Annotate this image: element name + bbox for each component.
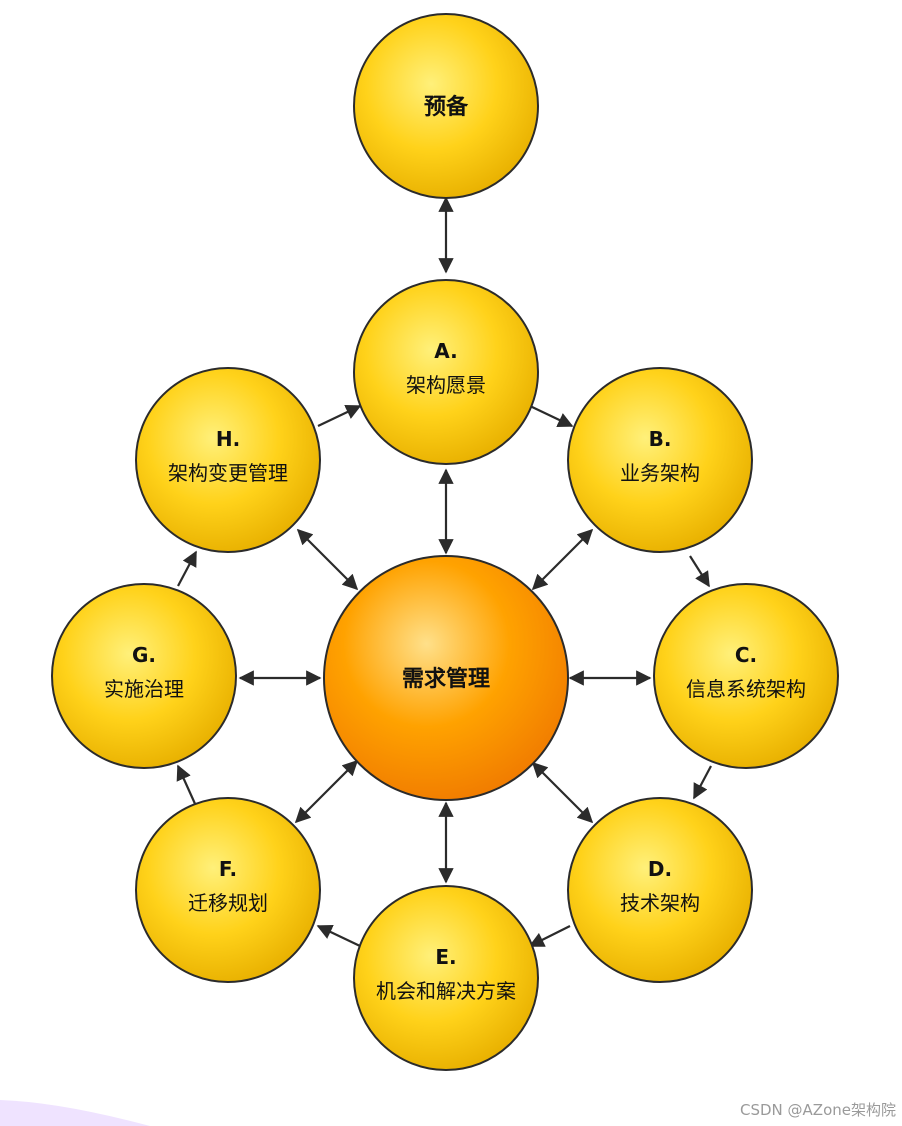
node-requirements-management[interactable]: 需求管理 bbox=[323, 555, 569, 801]
cycle-d-e bbox=[528, 925, 571, 947]
link-h-center bbox=[296, 528, 359, 591]
node-f-migration-planning[interactable]: F. 迁移规划 bbox=[135, 797, 321, 983]
node-e-label: 机会和解决方案 bbox=[376, 979, 516, 1003]
node-h-letter: H. bbox=[216, 427, 240, 451]
cycle-h-a bbox=[317, 405, 362, 427]
watermark: CSDN @AZone架构院 bbox=[740, 1101, 896, 1119]
node-h-label: 架构变更管理 bbox=[168, 461, 288, 485]
link-d-center bbox=[531, 761, 594, 824]
node-e-letter: E. bbox=[435, 945, 456, 969]
node-b-business-architecture[interactable]: B. 业务架构 bbox=[567, 367, 753, 553]
cycle-a-b bbox=[529, 405, 574, 427]
cycle-f-g bbox=[176, 764, 198, 807]
node-c-information-systems-architecture[interactable]: C. 信息系统架构 bbox=[653, 583, 839, 769]
node-a-label: 架构愿景 bbox=[406, 373, 486, 397]
cycle-arrows bbox=[176, 405, 712, 947]
node-b-label: 业务架构 bbox=[620, 461, 700, 485]
link-b-center bbox=[531, 528, 594, 591]
node-c-label: 信息系统架构 bbox=[686, 677, 806, 701]
node-a-architecture-vision[interactable]: A. 架构愿景 bbox=[353, 279, 539, 465]
node-g-letter: G. bbox=[132, 643, 156, 667]
node-preliminary[interactable]: 预备 bbox=[353, 13, 539, 199]
cycle-c-d bbox=[693, 765, 712, 800]
cycle-e-f bbox=[316, 925, 361, 947]
node-e-opportunities-and-solutions[interactable]: E. 机会和解决方案 bbox=[353, 885, 539, 1071]
node-c-letter: C. bbox=[735, 643, 757, 667]
link-f-center bbox=[294, 759, 359, 824]
node-center-label: 需求管理 bbox=[402, 666, 490, 692]
node-d-label: 技术架构 bbox=[620, 891, 700, 915]
cycle-b-c bbox=[689, 555, 710, 588]
corner-decoration bbox=[0, 1100, 150, 1126]
node-d-letter: D. bbox=[648, 857, 672, 881]
connector-links bbox=[238, 196, 652, 884]
cycle-g-h bbox=[177, 550, 197, 587]
node-g-label: 实施治理 bbox=[104, 677, 184, 701]
node-b-letter: B. bbox=[649, 427, 672, 451]
node-d-technology-architecture[interactable]: D. 技术架构 bbox=[567, 797, 753, 983]
node-g-implementation-governance[interactable]: G. 实施治理 bbox=[51, 583, 237, 769]
node-h-architecture-change-management[interactable]: H. 架构变更管理 bbox=[135, 367, 321, 553]
node-f-label: 迁移规划 bbox=[188, 891, 268, 915]
node-preliminary-label: 预备 bbox=[424, 94, 469, 120]
node-a-letter: A. bbox=[434, 339, 457, 363]
node-f-letter: F. bbox=[219, 857, 237, 881]
